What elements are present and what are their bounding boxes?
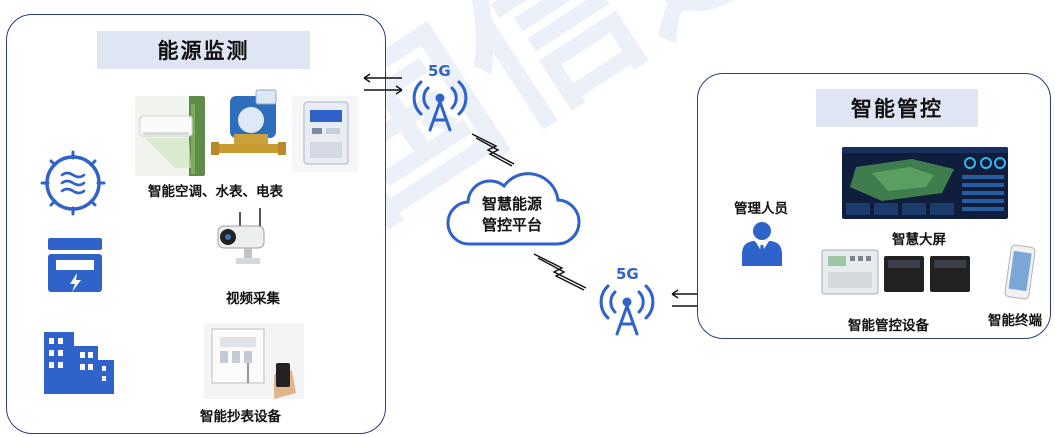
control-devices-photo — [820, 246, 976, 296]
big-screen-photo — [842, 147, 1008, 219]
camera-label: 视频采集 — [226, 291, 280, 307]
bottom-5g-label: 5G — [616, 265, 639, 283]
top-5g-label: 5G — [428, 62, 451, 80]
top-wireless-link — [471, 133, 515, 167]
air-conditioner-photo — [135, 96, 205, 176]
cloud-platform-icon — [446, 172, 581, 246]
camera-photo — [210, 206, 270, 268]
top-link-arrows — [363, 73, 403, 95]
big-screen-label: 智慧大屏 — [892, 232, 946, 248]
smart-terminal-label: 智能终端 — [988, 313, 1042, 329]
appliances-label: 智能空调、水表、电表 — [148, 184, 283, 200]
top-5g-tower-icon — [412, 80, 468, 132]
electric-meter-photo — [292, 96, 358, 172]
cloud-platform-label-line2: 管控平台 — [482, 216, 543, 234]
bottom-wireless-link — [533, 253, 587, 291]
energy-monitoring-title: 能源监测 — [97, 31, 310, 69]
bottom-5g-tower-icon — [599, 284, 655, 336]
manager-icon — [742, 222, 782, 266]
electric-meter-icon — [48, 238, 102, 292]
smart-control-title: 智能管控 — [816, 89, 978, 127]
control-devices-label: 智能管控设备 — [848, 318, 929, 334]
buildings-icon — [44, 332, 114, 394]
manager-label: 管理人员 — [734, 201, 788, 217]
cloud-platform-label-line1: 智慧能源 — [482, 195, 543, 213]
gauge-icon — [40, 150, 106, 216]
smart-terminal-photo — [1004, 244, 1036, 300]
meter-reader-label: 智能抄表设备 — [200, 409, 281, 425]
water-meter-photo — [208, 86, 290, 170]
meter-reader-photo — [204, 323, 304, 399]
